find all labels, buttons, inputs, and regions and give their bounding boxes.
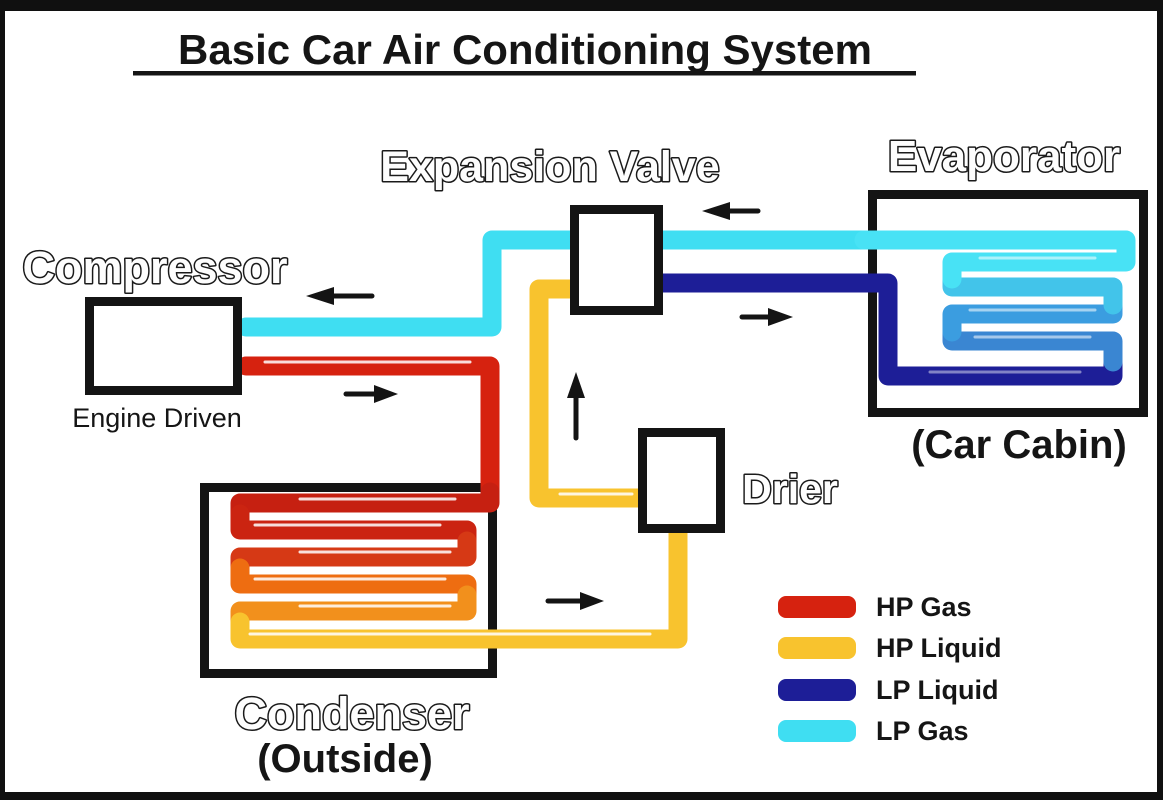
pipe-lp-gas-main (236, 230, 876, 337)
flow-arrow-right-icon (545, 592, 604, 610)
legend-label: HP Liquid (876, 633, 1002, 663)
flow-arrow-up-icon (567, 372, 585, 441)
flow-arrow-left-icon (702, 202, 761, 220)
condenser-label: Condenser (234, 688, 469, 739)
legend-row: LP Liquid (778, 675, 999, 705)
coil-segment-hp-liquid-exit (230, 514, 688, 649)
compressor-sublabel: Engine Driven (72, 403, 242, 433)
page-title: Basic Car Air Conditioning System (178, 26, 872, 73)
drier-box (638, 428, 725, 533)
compressor-label: Compressor (22, 242, 287, 293)
legend: HP Gas HP Liquid LP Liquid LP Gas (778, 592, 1002, 746)
expansion-valve-box (570, 205, 663, 315)
legend-label: LP Gas (876, 716, 969, 746)
legend-row: HP Gas (778, 592, 972, 622)
legend-label: LP Liquid (876, 675, 999, 705)
legend-swatch-lp-liquid (778, 679, 856, 701)
image-border-top (0, 0, 1163, 11)
legend-row: LP Gas (778, 716, 969, 746)
flow-arrow-left-icon (306, 287, 375, 305)
legend-label: HP Gas (876, 592, 972, 622)
evaporator-coil (650, 230, 1136, 386)
flow-arrow-right-icon (739, 308, 793, 326)
image-border-left (0, 0, 5, 800)
evaporator-label: Evaporator (888, 132, 1120, 181)
legend-row: HP Liquid (778, 633, 1002, 663)
coil-segment-hp-gas-entry (230, 482, 500, 526)
pipe-hp-gas-main (236, 356, 500, 506)
legend-swatch-hp-gas (778, 596, 856, 618)
legend-swatch-hp-liquid (778, 637, 856, 659)
compressor-box (85, 297, 242, 395)
condenser-sublabel: (Outside) (257, 737, 433, 781)
legend-swatch-lp-gas (778, 720, 856, 742)
image-border-bottom (0, 792, 1163, 800)
condenser-coil (230, 482, 688, 649)
flow-arrow-right-icon (343, 385, 398, 403)
title-underline (133, 71, 916, 76)
drier-label: Drier (742, 466, 838, 512)
pipe-highlights (248, 256, 1097, 636)
coil-segment-lp-gas-exit (854, 230, 1136, 289)
pipe-hp-liquid-main (529, 279, 660, 508)
image-border-right (1157, 0, 1163, 800)
evaporator-sublabel: (Car Cabin) (911, 423, 1127, 467)
expansion-valve-label: Expansion Valve (380, 143, 719, 191)
